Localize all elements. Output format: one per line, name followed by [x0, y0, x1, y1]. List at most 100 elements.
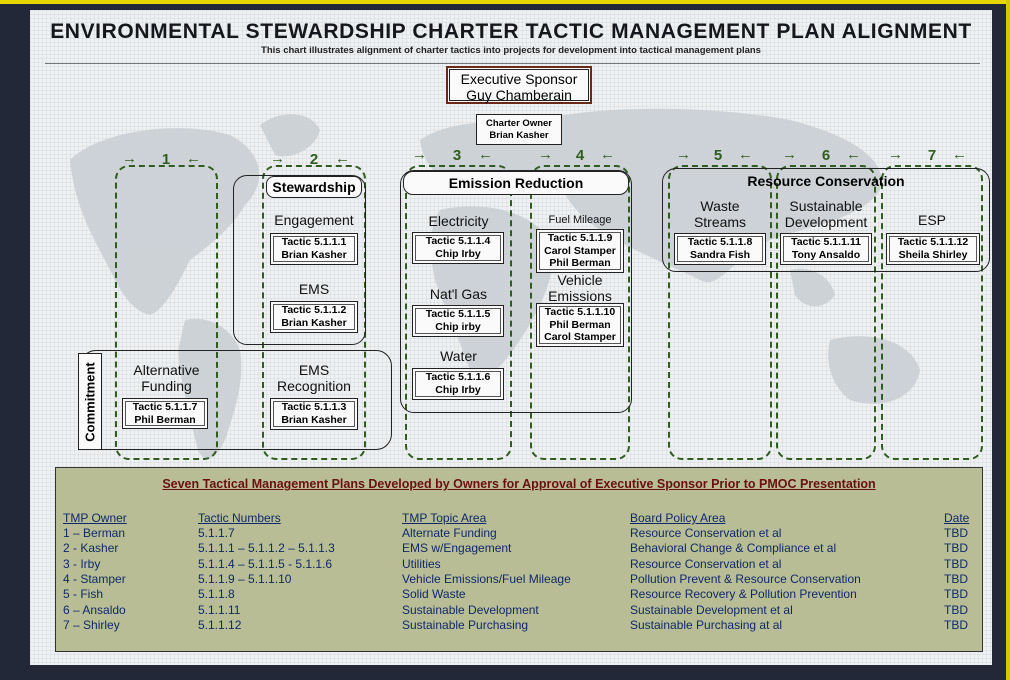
charter-owner-label: Charter Owner: [486, 118, 552, 129]
table-cell-owner: 5 - Fish: [63, 587, 104, 602]
executive-sponsor-box: Executive Sponsor Guy Chamberain: [446, 66, 592, 104]
table-cell-date: TBD: [944, 526, 968, 540]
left-arrow-icon: ←: [738, 146, 753, 163]
column-number-3: 3: [452, 147, 462, 164]
ems-recognition-label: EMS Recognition: [262, 362, 366, 394]
col-header-tactics: Tactic Numbers: [198, 511, 281, 525]
title-divider: [45, 63, 980, 64]
left-arrow-icon: ←: [600, 146, 615, 163]
plans-heading: Seven Tactical Management Plans Develope…: [162, 477, 876, 491]
resource-conservation-header: Resource Conservation: [747, 173, 905, 189]
tactic-5117-box: Tactic 5.1.1.7 Phil Berman: [122, 398, 208, 429]
table-cell-policy: Sustainable Purchasing at al: [630, 617, 783, 632]
table-cell-tactics: 5.1.1.4 – 5.1.1.5 - 5.1.1.6: [198, 556, 333, 571]
alternative-funding-label: Alternative Funding: [115, 362, 218, 394]
emission-reduction-group: [400, 170, 632, 413]
stewardship-group: [233, 175, 366, 345]
column-number-2: 2: [309, 151, 319, 168]
table-cell-policy: Pollution Prevent & Resource Conservatio…: [630, 571, 861, 586]
tactic-number: Tactic 5.1.1.1: [281, 236, 347, 248]
table-cell-owner: 3 - Irby: [63, 556, 101, 571]
table-cell-policy: Resource Recovery & Pollution Prevention: [630, 587, 857, 602]
table-cell-policy: Resource Conservation et al: [630, 526, 782, 540]
table-cell-topic: Sustainable Purchasing: [402, 617, 529, 632]
left-arrow-icon: ←: [952, 146, 967, 163]
alternative-funding-line2: Funding: [141, 378, 192, 394]
table-cell-topic: Sustainable Development: [402, 602, 539, 617]
column-lane-6: [776, 165, 876, 460]
col-header-owner: TMP Owner: [63, 511, 127, 525]
table-cell-date: TBD: [944, 571, 968, 586]
plans-table-panel: [55, 467, 983, 652]
tactic-owner: Brian Kasher: [281, 414, 347, 426]
right-arrow-icon: →: [782, 146, 797, 163]
esp-label: ESP: [917, 212, 946, 228]
left-arrow-icon: ←: [335, 150, 350, 167]
right-arrow-icon: →: [122, 150, 137, 167]
ems-label: EMS: [298, 281, 330, 297]
right-arrow-icon: →: [888, 146, 903, 163]
table-cell-date: TBD: [944, 587, 968, 602]
emission-reduction-header: Emission Reduction: [403, 171, 629, 195]
table-cell-policy: Sustainable Development et al: [630, 602, 793, 617]
sustainable-development-label: Sustainable Development: [776, 198, 876, 230]
column-lane-4: [530, 165, 630, 460]
vehicle-emissions-line1: Vehicle: [557, 272, 603, 288]
ems-recognition-line1: EMS: [298, 362, 330, 378]
tactic-owner: Brian Kasher: [281, 249, 347, 261]
waste-streams-line1: Waste: [700, 198, 740, 214]
column-lane-7: [881, 165, 983, 460]
column-number-5: 5: [713, 147, 723, 164]
tactic-owner: Carol Stamper: [544, 244, 616, 257]
stewardship-header: Stewardship: [266, 176, 362, 198]
commitment-label: Commitment: [82, 361, 98, 442]
table-cell-date: TBD: [944, 556, 968, 571]
right-arrow-icon: →: [676, 146, 691, 163]
vehicle-emissions-label: Vehicle Emissions: [530, 272, 630, 304]
tactic-5115-box: Tactic 5.1.1.5 Chip irby: [412, 305, 504, 337]
tactic-owner: Sandra Fish: [689, 249, 751, 261]
tactic-5119-box: Tactic 5.1.1.9 Carol Stamper Phil Berman: [536, 229, 624, 273]
table-cell-owner: 6 – Ansaldo: [63, 602, 126, 617]
table-cell-policy: Resource Conservation et al: [630, 556, 782, 571]
sustainable-development-line1: Sustainable: [789, 198, 863, 214]
table-cell-topic: EMS w/Engagement: [402, 541, 512, 556]
tactic-51110-box: Tactic 5.1.1.10 Phil Berman Carol Stampe…: [536, 303, 624, 347]
right-arrow-icon: →: [538, 146, 553, 163]
table-cell-tactics: 5.1.1.1 – 5.1.1.2 – 5.1.1.3: [198, 541, 335, 556]
tactic-number: Tactic 5.1.1.12: [897, 236, 969, 248]
tactic-number: Tactic 5.1.1.9: [547, 232, 613, 244]
tactic-5116-box: Tactic 5.1.1.6 Chip Irby: [412, 368, 504, 400]
waste-streams-label: Waste Streams: [668, 198, 772, 230]
charter-owner-box: Charter Owner Brian Kasher: [476, 114, 562, 145]
column-number-7: 7: [927, 147, 937, 164]
top-edge: [0, 0, 1010, 4]
page-title: ENVIRONMENTAL STEWARDSHIP CHARTER TACTIC…: [50, 20, 972, 43]
column-number-1: 1: [161, 151, 171, 168]
table-cell-tactics: 5.1.1.9 – 5.1.1.10: [198, 571, 292, 586]
commitment-label-box: Commitment: [78, 353, 102, 450]
tactic-number: Tactic 5.1.1.8: [687, 236, 753, 248]
tactic-owner: Phil Berman: [134, 414, 196, 426]
tactic-5111-box: Tactic 5.1.1.1 Brian Kasher: [270, 233, 358, 265]
tactic-number: Tactic 5.1.1.11: [791, 236, 861, 248]
table-cell-tactics: 5.1.1.8: [198, 587, 235, 602]
tactic-number: Tactic 5.1.1.4: [425, 235, 491, 247]
table-cell-owner: 4 - Stamper: [63, 571, 126, 586]
table-cell-topic: Vehicle Emissions/Fuel Mileage: [402, 571, 571, 586]
table-cell-topic: Solid Waste: [402, 587, 466, 602]
table-cell-topic: Utilities: [402, 556, 441, 571]
tactic-owner: Phil Berman: [549, 257, 611, 269]
col-header-policy: Board Policy Area: [630, 511, 726, 525]
table-cell-date: TBD: [944, 617, 968, 632]
left-arrow-icon: ←: [478, 146, 493, 163]
tactic-number: Tactic 5.1.1.3: [281, 401, 347, 413]
table-cell-date: TBD: [944, 602, 968, 617]
left-arrow-icon: ←: [186, 150, 201, 167]
left-arrow-icon: ←: [846, 146, 861, 163]
tactic-5114-box: Tactic 5.1.1.4 Chip Irby: [412, 232, 504, 264]
waste-streams-line2: Streams: [693, 214, 747, 230]
right-arrow-icon: →: [270, 150, 285, 167]
tactic-number: Tactic 5.1.1.7: [132, 401, 198, 413]
tactic-number: Tactic 5.1.1.6: [425, 371, 491, 383]
